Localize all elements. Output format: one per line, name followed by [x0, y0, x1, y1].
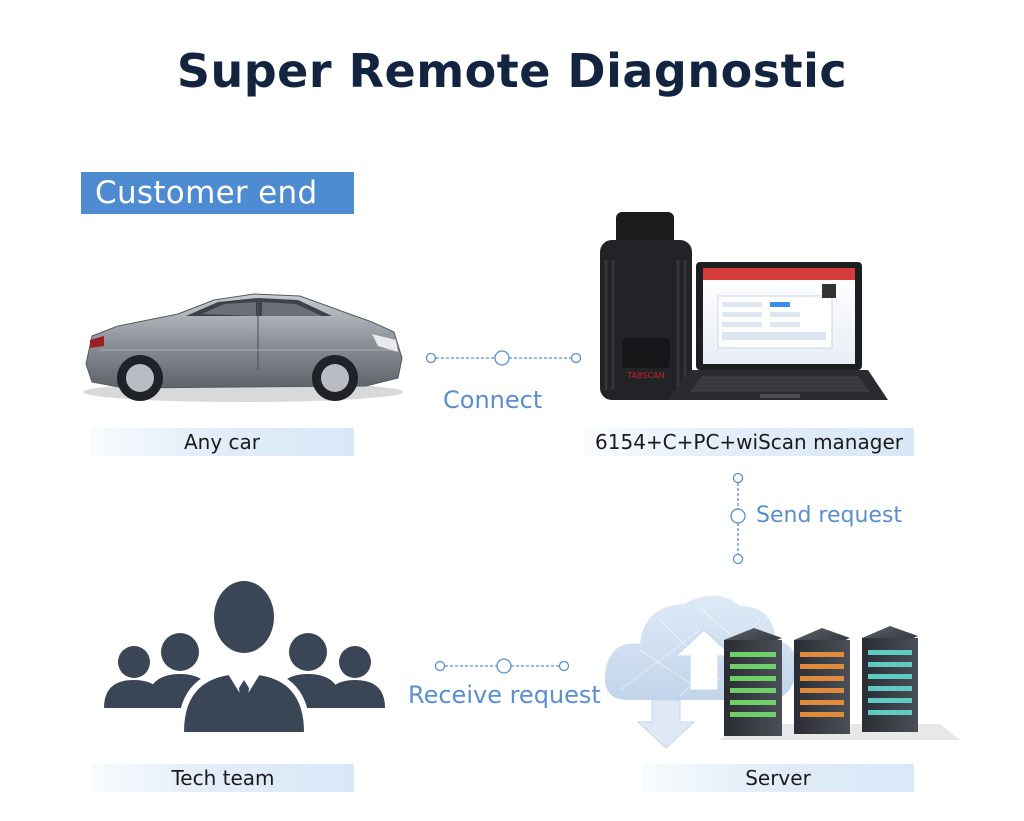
label-any-car: Any car [90, 428, 354, 456]
server-rack-3 [862, 626, 918, 732]
server-image [720, 626, 960, 740]
connect-label: Connect [443, 386, 543, 414]
server-rack-2 [794, 628, 850, 734]
server-rack-1 [724, 628, 782, 736]
label-device: 6154+C+PC+wiScan manager [584, 428, 914, 456]
receive-request-connector [434, 658, 570, 674]
send-request-label: Send request [756, 503, 903, 528]
laptop-image [668, 262, 888, 400]
device-image: TABSCAN [600, 212, 692, 400]
label-server: Server [642, 764, 914, 792]
send-request-connector [730, 472, 746, 565]
car-image [83, 293, 403, 402]
tech-team-icon [104, 575, 385, 732]
section-tag-customer-end: Customer end [81, 172, 354, 214]
connect-connector [425, 350, 582, 366]
page-title: Super Remote Diagnostic [176, 44, 848, 98]
label-tech-team: Tech team [92, 764, 354, 792]
receive-request-label: Receive request [408, 681, 601, 709]
device-brand-text: TABSCAN [626, 371, 664, 380]
